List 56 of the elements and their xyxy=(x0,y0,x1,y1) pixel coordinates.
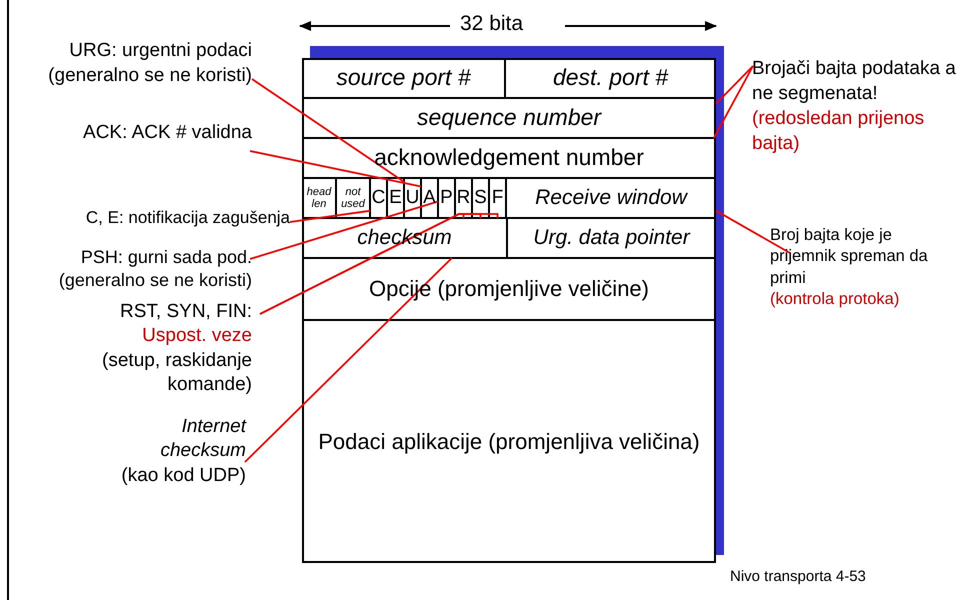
field-cell xyxy=(387,178,404,218)
field-cell xyxy=(302,138,716,178)
field-cell xyxy=(506,178,716,218)
field-cell xyxy=(489,178,506,218)
annotation-text: Uspost. veze xyxy=(141,324,252,348)
annotation-text: C, E: notifikacija zagušenja xyxy=(84,208,290,228)
field-cell xyxy=(438,178,455,218)
field-cell xyxy=(421,178,438,218)
field-label: A xyxy=(423,186,436,210)
field-cell xyxy=(455,178,472,218)
annotation-text: Internet checksum xyxy=(159,415,246,464)
field-cell xyxy=(370,178,387,218)
field-label: source port # xyxy=(336,64,471,92)
annotation-text: RST, SYN, FIN: xyxy=(119,300,252,324)
field-label: dest. port # xyxy=(552,64,668,92)
leader-line xyxy=(252,78,404,183)
annotation-text: PSH: gurni sada pod. (generalno se ne koristi) xyxy=(58,246,252,292)
field-cell xyxy=(302,178,336,218)
field-label: Receive window xyxy=(535,185,687,211)
field-label: C xyxy=(372,186,386,210)
leader-line xyxy=(716,210,790,254)
field-cell xyxy=(302,98,716,138)
annotation-text: ACK: ACK # validna xyxy=(82,121,252,145)
annotation-text: (setup, raskidanje komande) xyxy=(101,348,252,397)
annotation-text: (kontrola protoka) xyxy=(770,289,900,310)
field-label: Podaci aplikacije (promjenljiva veličina) xyxy=(318,428,700,456)
leader-line xyxy=(244,257,453,463)
field-label: U xyxy=(406,186,420,210)
field-label: Urg. data pointer xyxy=(533,225,690,251)
field-label: F xyxy=(492,186,504,210)
slide-footer: Nivo transporta 4-53 xyxy=(730,568,866,585)
field-label: acknowledgement number xyxy=(374,144,644,172)
annotation-text: Broj bajta koje je prijemnik spreman da primi xyxy=(770,225,929,289)
field-cell xyxy=(505,58,716,98)
annotation-text: (kao kod UDP) xyxy=(120,464,246,488)
field-cell xyxy=(302,258,716,320)
leader-line xyxy=(290,210,370,223)
field-label: R xyxy=(456,186,470,210)
field-label: S xyxy=(474,186,487,210)
field-label: P xyxy=(440,186,453,210)
field-label: not used xyxy=(340,186,366,210)
annotation-text: (redosledan prijenos bajta) xyxy=(752,107,926,156)
annotation-text: Brojači bajta podataka a ne segmenata! xyxy=(752,57,957,106)
annotation-text: URG: urgentni podaci (generalno se ne koristi) xyxy=(47,39,252,88)
field-cell xyxy=(336,178,370,218)
field-label: E xyxy=(389,186,402,210)
field-cell xyxy=(404,178,421,218)
field-label: head len xyxy=(306,186,332,210)
dimension-label: 32 bita xyxy=(460,12,524,36)
field-cell xyxy=(472,178,489,218)
leader-line xyxy=(715,65,754,104)
field-cell xyxy=(507,218,716,258)
leader-line xyxy=(713,66,754,138)
field-label: sequence number xyxy=(416,104,602,132)
field-cell xyxy=(302,58,505,98)
leader-line xyxy=(250,150,422,188)
